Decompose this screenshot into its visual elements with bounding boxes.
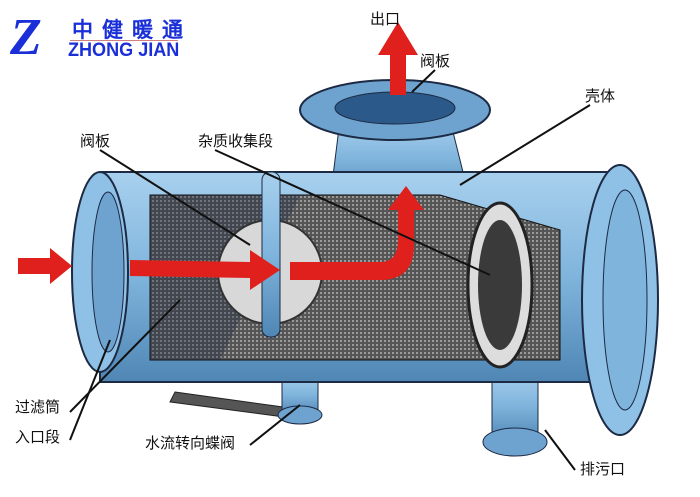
logo-chinese: 中健暖通 [72, 18, 192, 42]
label-inlet-section: 入口段 [15, 428, 61, 446]
outlet-arrow-icon [378, 22, 418, 95]
logo-divider [70, 40, 178, 41]
flow-arrows [18, 22, 424, 290]
inner-arrow-icon [130, 250, 280, 290]
label-valve-plate-left: 阀板 [80, 132, 111, 150]
label-drain-outlet: 排污口 [580, 460, 626, 478]
left-flange [71, 171, 129, 373]
label-shell: 壳体 [585, 87, 616, 105]
logo-english: ZHONG JIAN [68, 40, 180, 61]
label-outlet: 出口 [370, 10, 401, 28]
inlet-arrow-icon [18, 248, 72, 284]
label-filter-cylinder: 过滤筒 [15, 398, 61, 416]
logo-mark: Z [10, 9, 42, 66]
turn-arrow-icon [290, 186, 424, 280]
label-butterfly-valve: 水流转向蝶阀 [145, 434, 236, 452]
right-flange [581, 164, 659, 436]
label-valve-plate-top: 阀板 [420, 52, 451, 70]
label-impurity-section: 杂质收集段 [198, 132, 274, 150]
leader-lines [69, 69, 591, 471]
